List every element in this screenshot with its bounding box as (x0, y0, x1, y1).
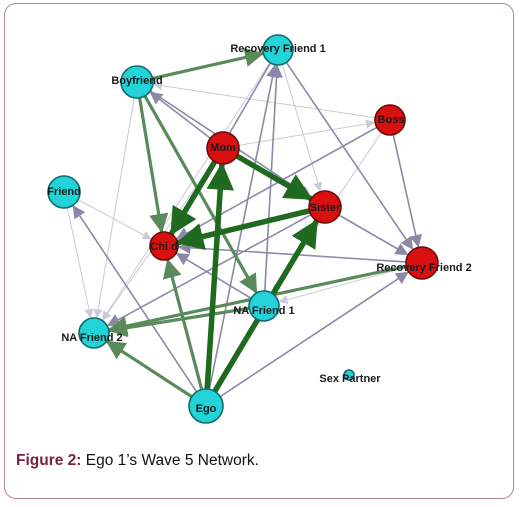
edge-mom-to-child (168, 158, 218, 236)
edge-boss-to-boyfriend (152, 81, 376, 119)
node-recovery-friend-1: Recovery Friend 1 (230, 34, 326, 66)
node-mom: Mom (206, 131, 240, 165)
node-circle (405, 246, 439, 280)
node-circle (308, 190, 342, 224)
node-circle (149, 231, 179, 261)
edge-boyfriend-to-child (137, 96, 169, 234)
node-sex-partner: Sex Partner (319, 369, 381, 385)
node-label: Mom (210, 142, 236, 154)
edge-na-friend-1-to-na-friend-2 (107, 306, 251, 338)
edges-layer (66, 48, 423, 399)
node-circle (206, 131, 240, 165)
node-label: Sex Partner (319, 373, 381, 385)
node-label: Boss (378, 114, 405, 126)
edge-recovery-friend-1-to-sister (281, 63, 323, 192)
node-label: Boyfriend (111, 75, 162, 87)
node-child: Chi d (149, 231, 179, 261)
edge-friend-to-na-friend-2 (66, 207, 94, 319)
node-boss: Boss (374, 104, 406, 136)
node-label: Recovery Friend 2 (376, 262, 471, 274)
edge-sister-to-recovery-friend-2 (338, 214, 409, 256)
node-recovery-friend-2: Recovery Friend 2 (376, 246, 472, 280)
node-label: Sister (310, 202, 341, 214)
edge-boyfriend-to-recovery-friend-1 (151, 48, 265, 81)
caption-text: Ego 1’s Wave 5 Network. (81, 452, 259, 469)
edge-ego-to-friend (72, 205, 198, 393)
edge-mom-to-boyfriend (149, 91, 212, 140)
node-circle (248, 290, 280, 322)
edge-mom-to-sister (234, 153, 314, 202)
edge-ego-to-child (162, 258, 204, 392)
node-label: Ego (196, 403, 217, 415)
node-circle (120, 65, 154, 99)
node-friend: Friend (47, 175, 81, 209)
node-circle (262, 34, 294, 66)
node-label: Friend (47, 186, 81, 198)
edge-boss-to-recovery-friend-2 (392, 133, 423, 248)
edge-boyfriend-to-na-friend-1 (143, 94, 258, 294)
edge-recovery-friend-1-to-na-friend-2 (102, 62, 271, 321)
node-label: NA Friend 2 (61, 332, 122, 344)
node-ego: Ego (188, 388, 224, 424)
edge-boss-to-child (175, 126, 378, 240)
edge-sister-to-child (175, 208, 313, 251)
node-label: NA Friend 1 (233, 305, 294, 317)
node-circle (374, 104, 406, 136)
figure-caption: Figure 2: Ego 1’s Wave 5 Network. (16, 452, 259, 470)
node-circle (343, 369, 355, 381)
edge-recovery-friend-2-to-na-friend-1 (278, 266, 408, 305)
edge-sister-to-na-friend-2 (106, 213, 312, 327)
nodes-layer: Recovery Friend 1 BoyfriendBossMomFriendS… (47, 34, 472, 424)
edge-boyfriend-to-na-friend-2 (93, 97, 135, 319)
node-sister: Sister (308, 190, 342, 224)
node-label: Chi d (150, 241, 178, 253)
node-na-friend-1: NA Friend 1 (233, 290, 295, 322)
edge-ego-to-mom (204, 162, 234, 392)
edge-ego-to-recovery-friend-2 (219, 271, 409, 398)
node-boyfriend: Boyfriend (111, 65, 163, 99)
node-circle (188, 388, 224, 424)
caption-label: Figure 2: (16, 452, 82, 469)
node-circle (47, 175, 81, 209)
node-label: Recovery Friend 1 (230, 43, 325, 55)
edge-friend-to-child (77, 199, 152, 240)
edge-mom-to-boss (238, 119, 376, 146)
node-na-friend-2: NA Friend 2 (61, 317, 123, 349)
node-circle (78, 317, 110, 349)
edge-recovery-friend-1-to-recovery-friend-2 (285, 61, 414, 250)
edge-ego-to-na-friend-2 (105, 340, 194, 399)
